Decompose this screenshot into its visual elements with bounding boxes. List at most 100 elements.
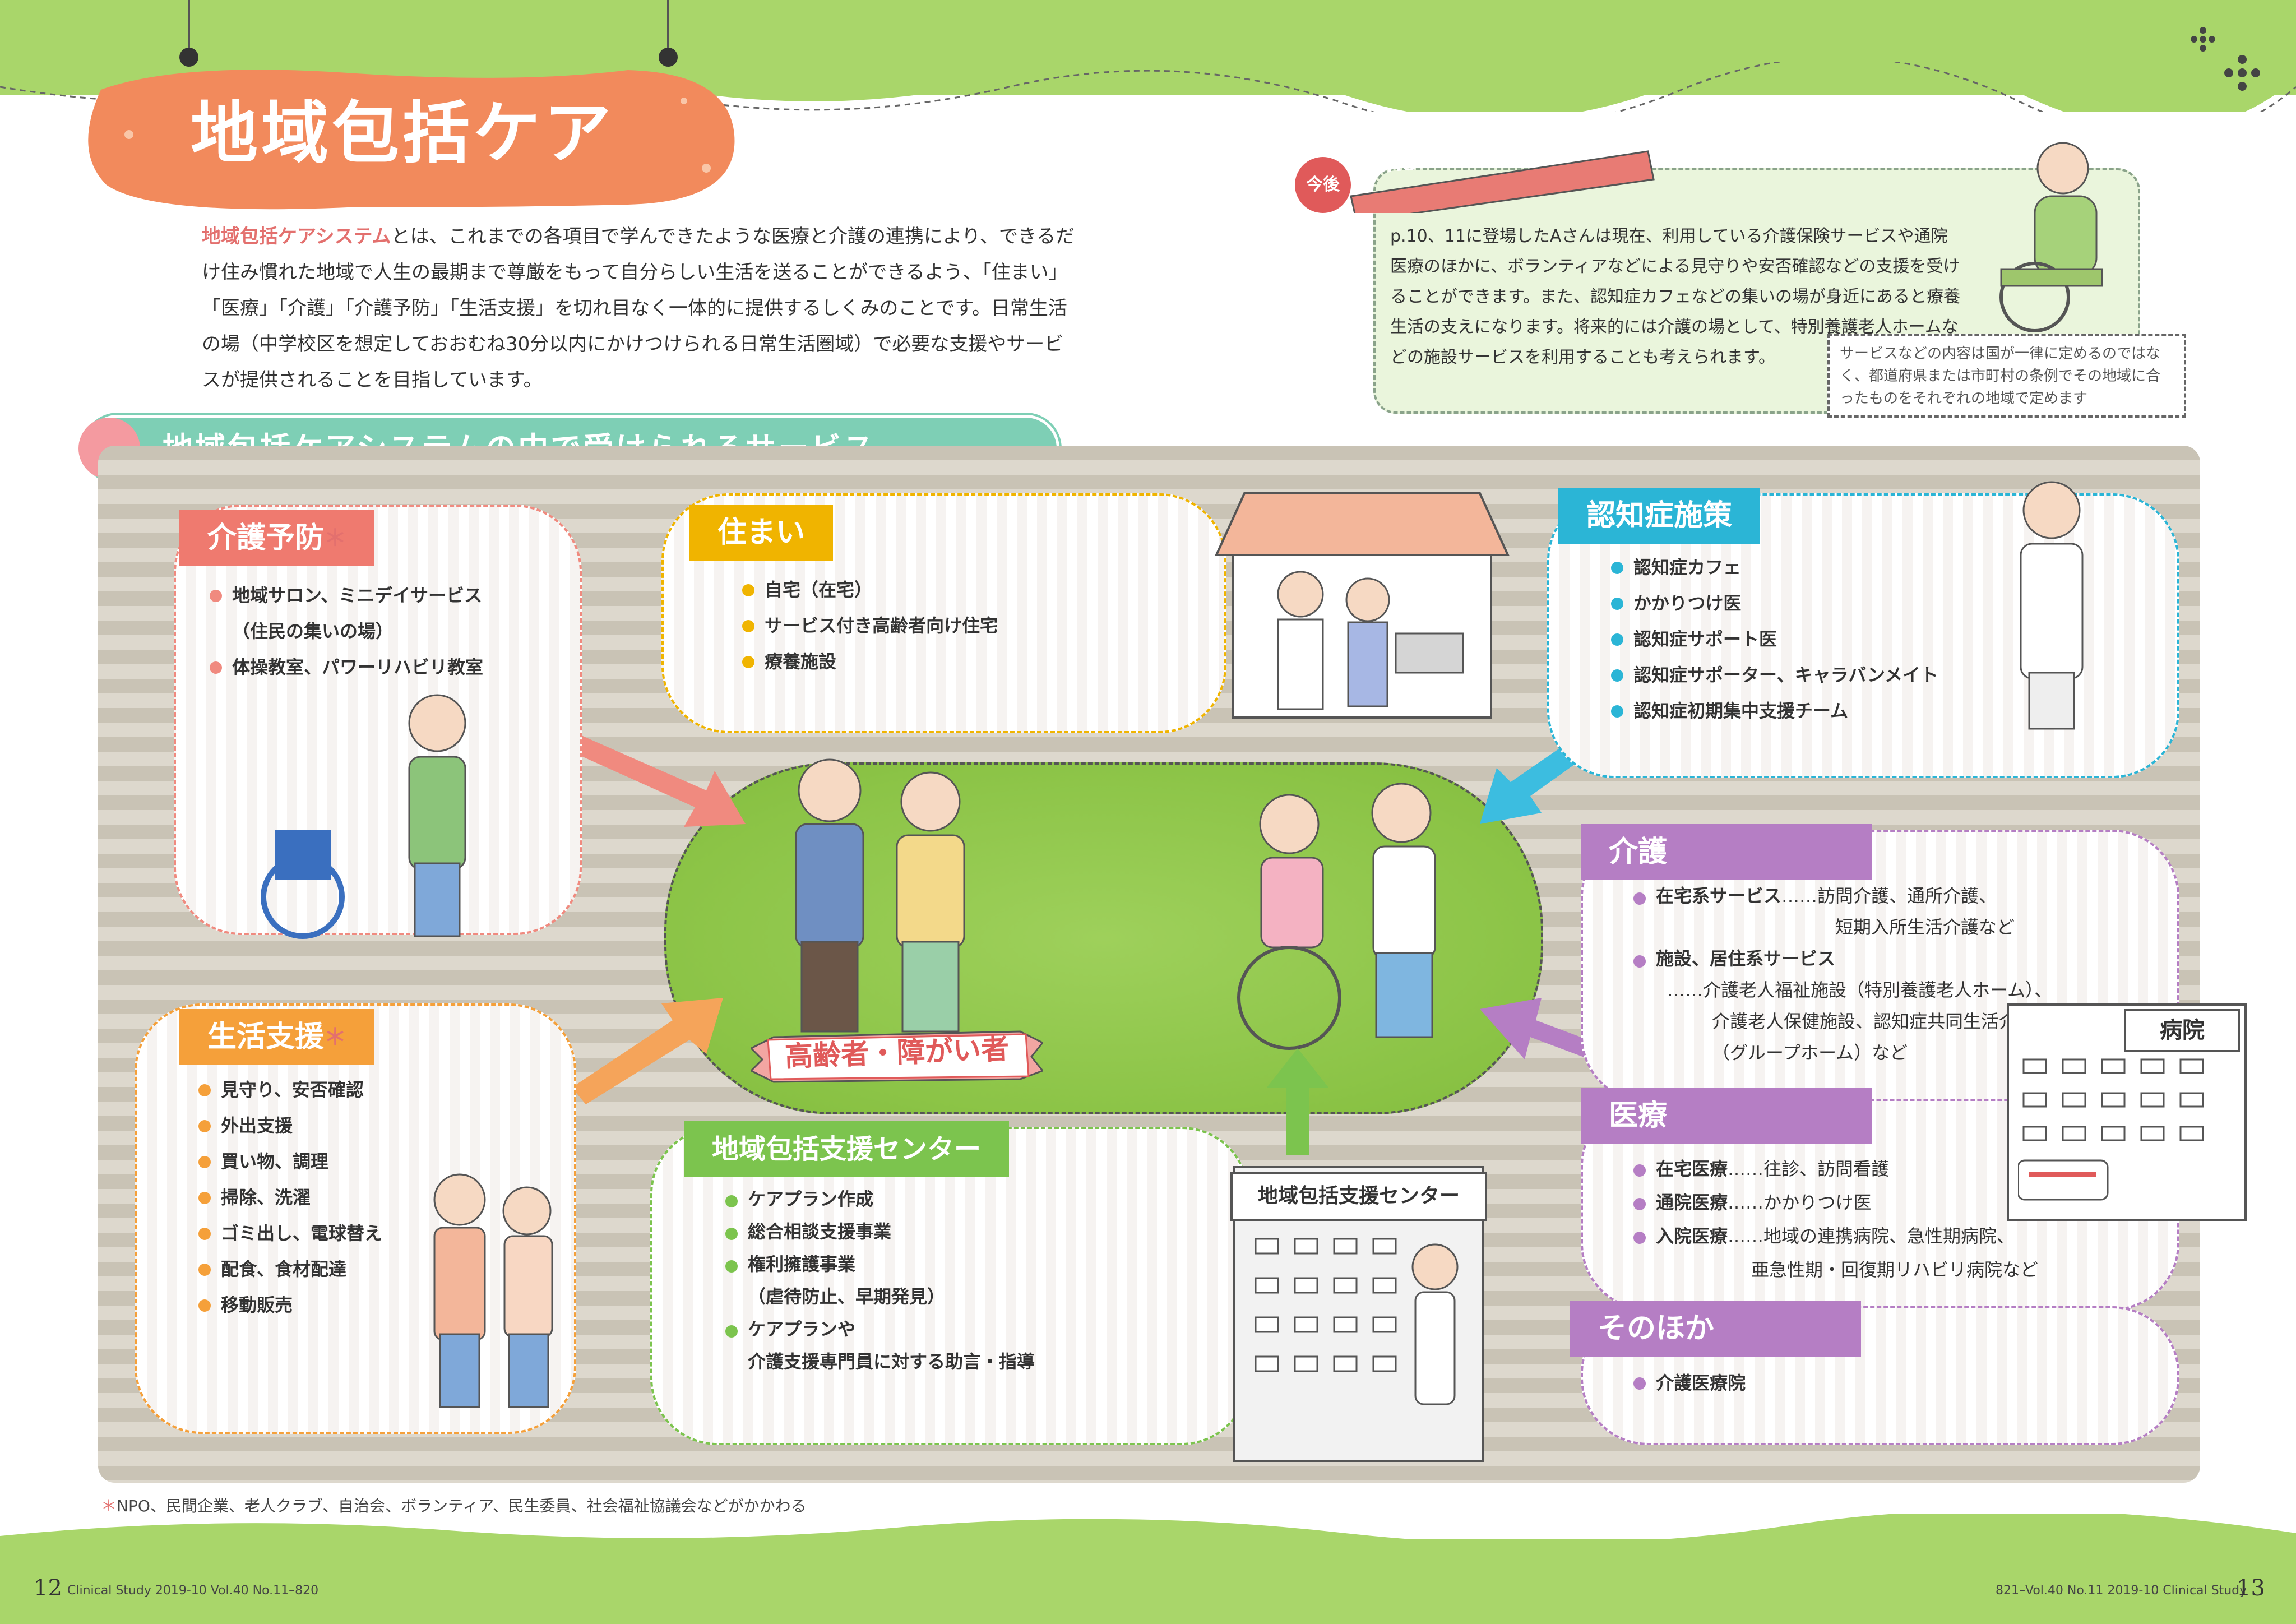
title-string-right bbox=[667, 0, 669, 53]
asan-ribbon bbox=[1350, 150, 1655, 213]
list-item: 見守り、安否確認 bbox=[196, 1072, 382, 1108]
category-sonota-label: そのほか bbox=[1570, 1301, 1861, 1357]
category-kaigoyobo-label: 介護予防＊ bbox=[179, 510, 375, 566]
asan-note: サービスなどの内容は国が一律に定めるのではなく、都道府県または市町村の条例でその… bbox=[1827, 334, 2186, 418]
hospital-windows bbox=[2018, 1058, 2204, 1201]
title-pin-left bbox=[179, 48, 198, 67]
asan-tag-badge: 今後 bbox=[1295, 157, 1351, 213]
item-text: ……訪問介護、通所介護、 bbox=[1781, 885, 1997, 906]
intro-highlight: 地域包括ケアシステム bbox=[202, 225, 391, 248]
wheelchair-icon bbox=[261, 830, 345, 939]
list-item: 総合相談支援事業 bbox=[723, 1215, 1035, 1248]
footnote: ＊NPO、民間企業、老人クラブ、自治会、ボランティア、民生委員、社会福祉協議会な… bbox=[101, 1494, 807, 1516]
arrow-seikatsu-to-center bbox=[572, 998, 723, 1104]
list-item: 在宅医療……往診、訪問看護 bbox=[1631, 1152, 2038, 1186]
list-item: 買い物、調理 bbox=[196, 1144, 382, 1179]
item-text: 権利擁護事業 bbox=[748, 1253, 856, 1275]
footnote-ast: ＊ bbox=[101, 1497, 117, 1515]
intro-text: とは、これまでの各項目で学んできたような医療と介護の連携により、できるだけ住み慣… bbox=[202, 225, 1075, 391]
list-item: 配食、食材配達 bbox=[196, 1251, 382, 1287]
item-text: 亜急性期・回復期リハビリ病院など bbox=[1751, 1259, 2039, 1280]
item-text: 介護支援専門員に対する助言・指導 bbox=[748, 1351, 1035, 1372]
item-head: 入院医療 bbox=[1656, 1225, 1728, 1247]
footer-right-text: 821–Vol.40 No.11 2019-10 Clinical Study bbox=[1996, 1584, 2247, 1598]
list-item: 認知症初期集中支援チーム bbox=[1609, 693, 1938, 729]
list-item: 療養施設 bbox=[740, 644, 998, 679]
list-item: 通院医療……かかりつけ医 bbox=[1631, 1186, 2038, 1219]
footer-left-text: Clinical Study 2019-10 Vol.40 No.11–820 bbox=[67, 1584, 319, 1598]
item-text: ……地域の連携病院、急性期病院、 bbox=[1728, 1225, 2015, 1247]
category-kaigoyobo bbox=[174, 505, 582, 935]
sumai-list: 自宅（在宅） サービス付き高齢者向け住宅 療養施設 bbox=[740, 572, 998, 679]
center-label: 高齢者・障がい者 bbox=[784, 1033, 1010, 1073]
title-blob bbox=[88, 70, 735, 210]
item-head: 在宅系サービス bbox=[1656, 885, 1782, 906]
list-item: 認知症サポート医 bbox=[1609, 621, 1938, 657]
item-text: 地域サロン、ミニデイサービス bbox=[232, 585, 483, 606]
center-ribbon bbox=[751, 1030, 1043, 1083]
category-sumai-label: 住まい bbox=[689, 505, 834, 561]
item-text: （虐待防止、早期発見） bbox=[748, 1286, 946, 1307]
list-item: 介護医療院 bbox=[1631, 1365, 1746, 1401]
item-text: 短期入所生活介護など bbox=[1835, 917, 2015, 938]
title-string-left bbox=[188, 0, 190, 53]
bottom-green-band bbox=[0, 1539, 2296, 1624]
center-support-list: ケアプラン作成 総合相談支援事業 権利擁護事業 （虐待防止、早期発見） ケアプラン… bbox=[723, 1183, 1035, 1378]
wheelchair-pair-illustration bbox=[1237, 783, 1436, 1050]
list-item: 地域サロン、ミニデイサービス（住民の集いの場） bbox=[207, 577, 483, 649]
category-seikatsu-label: 生活支援＊ bbox=[179, 1009, 375, 1065]
list-item: 権利擁護事業 （虐待防止、早期発見） bbox=[723, 1248, 1035, 1313]
elderly-couple-illustration bbox=[795, 758, 965, 1033]
corner-flower-icon bbox=[2191, 27, 2260, 91]
caregiver-illustration bbox=[408, 694, 466, 937]
kaigoyobo-ast: ＊ bbox=[324, 525, 347, 551]
category-iryo-label: 医療 bbox=[1581, 1088, 1872, 1144]
sonota-list: 介護医療院 bbox=[1631, 1365, 1746, 1401]
arrow-kaigoyobo-to-center bbox=[561, 729, 746, 827]
item-head: 通院医療 bbox=[1656, 1192, 1728, 1213]
list-item: 体操教室、パワーリハビリ教室 bbox=[207, 649, 483, 685]
list-item: 入院医療……地域の連携病院、急性期病院、亜急性期・回復期リハビリ病院など bbox=[1631, 1219, 2038, 1287]
title-pin-right bbox=[659, 48, 678, 67]
house-illustration bbox=[1214, 492, 1510, 719]
arrow-center-to-field bbox=[1267, 1048, 1328, 1155]
footnote-text: NPO、民間企業、老人クラブ、自治会、ボランティア、民生委員、社会福祉協議会など… bbox=[117, 1497, 807, 1515]
page-number-left: 12 bbox=[34, 1575, 62, 1601]
page-number-right: 13 bbox=[2237, 1575, 2265, 1601]
item-text: ……介護老人福祉施設（特別養護老人ホーム）、 bbox=[1667, 979, 2053, 1001]
item-text: 介護老人保健施設、認知症共同生活介護 bbox=[1712, 1011, 2035, 1032]
category-center-support bbox=[650, 1127, 1249, 1445]
list-item: 在宅系サービス……訪問介護、通所介護、短期入所生活介護など bbox=[1631, 880, 2052, 943]
page-title: 地域包括ケア bbox=[191, 95, 614, 173]
item-text: ケアプランや bbox=[748, 1318, 856, 1340]
seikatsu-label-text: 生活支援 bbox=[207, 1020, 325, 1054]
ninchisho-list: 認知症カフェ かかりつけ医 認知症サポート医 認知症サポーター、キャラバンメイト… bbox=[1609, 549, 1938, 729]
support-center-sign: 地域包括支援センター bbox=[1230, 1172, 1487, 1221]
item-text: 体操教室、パワーリハビリ教室 bbox=[232, 656, 484, 678]
list-item: 認知症サポーター、キャラバンメイト bbox=[1609, 657, 1938, 693]
kaigoyobo-list: 地域サロン、ミニデイサービス（住民の集いの場） 体操教室、パワーリハビリ教室 bbox=[207, 577, 483, 685]
category-seikatsu bbox=[135, 1003, 576, 1434]
list-item: ゴミ出し、電球替え bbox=[196, 1215, 382, 1251]
item-head: 在宅医療 bbox=[1656, 1158, 1728, 1179]
kaigoyobo-label-text: 介護予防 bbox=[207, 521, 325, 555]
doctor-illustration bbox=[2020, 481, 2084, 730]
hospital-sign: 病院 bbox=[2124, 1009, 2240, 1052]
asan-body-text: p.10、11に登場したAさんは現在、利用している介護保険サービスや通院医療のほ… bbox=[1390, 226, 1960, 367]
center-building-windows bbox=[1255, 1238, 1459, 1405]
item-head: 施設、居住系サービス bbox=[1656, 948, 1836, 969]
list-item: ケアプラン作成 bbox=[723, 1183, 1035, 1215]
elderly-wheelchair-illustration bbox=[1999, 142, 2103, 332]
seikatsu-list: 見守り、安否確認 外出支援 買い物、調理 掃除、洗濯 ゴミ出し、電球替え 配食、… bbox=[196, 1072, 382, 1323]
item-text: （グループホーム）など bbox=[1712, 1042, 1908, 1063]
list-item: 移動販売 bbox=[196, 1287, 382, 1323]
list-item: ケアプランや介護支援専門員に対する助言・指導 bbox=[723, 1313, 1035, 1378]
list-item: 施設、居住系サービス ……介護老人福祉施設（特別養護老人ホーム）、介護老人保健施設… bbox=[1631, 943, 2052, 1068]
list-item: サービス付き高齢者向け住宅 bbox=[740, 608, 998, 644]
intro-paragraph: 地域包括ケアシステムとは、これまでの各項目で学んできたような医療と介護の連携によ… bbox=[202, 219, 1076, 398]
list-item: 外出支援 bbox=[196, 1108, 382, 1144]
helpers-illustration bbox=[433, 1173, 553, 1408]
list-item: かかりつけ医 bbox=[1609, 585, 1938, 621]
list-item: 認知症カフェ bbox=[1609, 549, 1938, 585]
kaigo-list: 在宅系サービス……訪問介護、通所介護、短期入所生活介護など 施設、居住系サービス… bbox=[1631, 880, 2052, 1068]
